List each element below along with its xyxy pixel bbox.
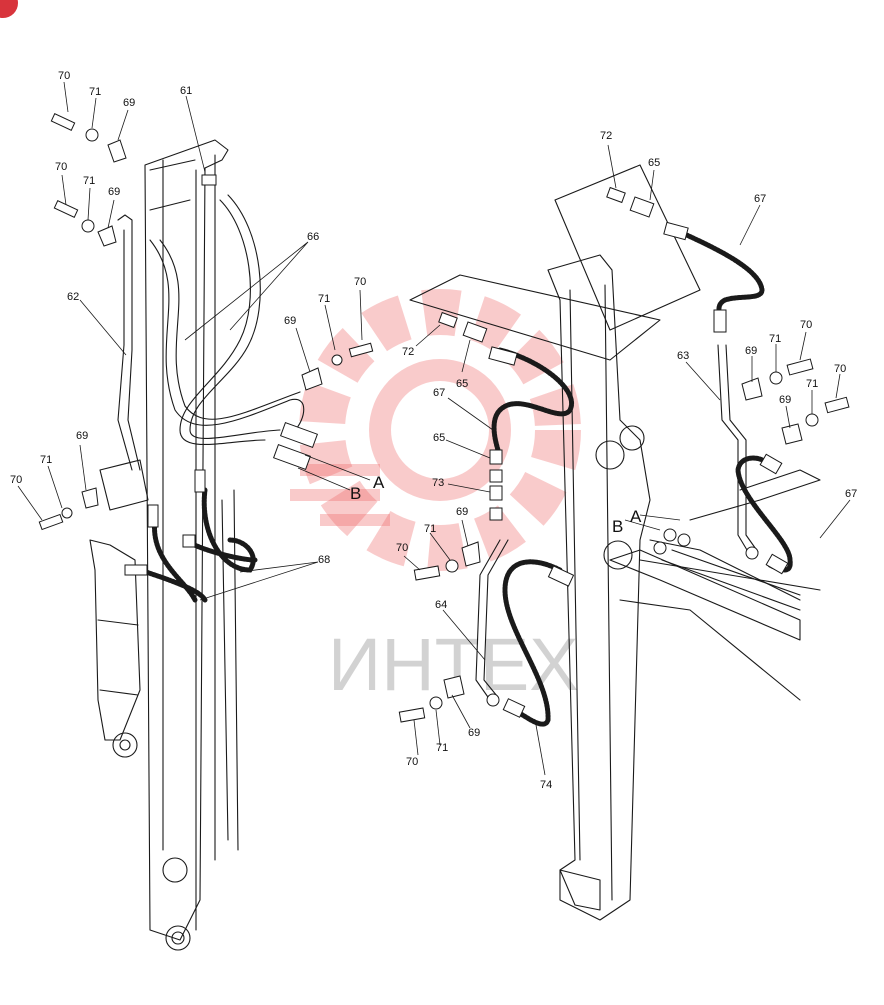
left-fasteners xyxy=(38,113,374,531)
callout-69: 69 xyxy=(108,186,120,198)
callout-69: 69 xyxy=(76,430,88,442)
callout-70: 70 xyxy=(10,474,22,486)
callout-66: 66 xyxy=(307,231,319,243)
callout-70: 70 xyxy=(800,319,812,331)
left-arm xyxy=(144,139,239,951)
callout-70: 70 xyxy=(354,276,366,288)
callout-labels: 70 71 69 61 70 71 69 66 62 71 70 69 72 6… xyxy=(10,70,857,791)
callout-71: 71 xyxy=(83,175,95,187)
callout-62: 62 xyxy=(67,291,79,303)
left-cylinder xyxy=(89,459,149,758)
callout-72: 72 xyxy=(402,346,414,358)
connector-b-right: B xyxy=(612,517,623,536)
callout-71: 71 xyxy=(806,378,818,390)
left-pipe-62 xyxy=(117,214,141,471)
connector-labels: B A B A xyxy=(350,473,642,536)
callout-69: 69 xyxy=(745,345,757,357)
callout-65: 65 xyxy=(433,432,445,444)
callout-70: 70 xyxy=(58,70,70,82)
right-inline-fittings xyxy=(438,186,655,521)
callout-69: 69 xyxy=(123,97,135,109)
callout-69: 69 xyxy=(284,315,296,327)
callout-69: 69 xyxy=(456,506,468,518)
callout-63: 63 xyxy=(677,350,689,362)
leader-lines xyxy=(17,81,851,776)
left-hoses-68 xyxy=(124,469,258,603)
connector-b-left: B xyxy=(350,484,361,503)
callout-64: 64 xyxy=(435,599,447,611)
callout-71: 71 xyxy=(89,86,101,98)
callout-70: 70 xyxy=(406,756,418,768)
callout-72: 72 xyxy=(600,130,612,142)
callout-67: 67 xyxy=(754,193,766,205)
right-fasteners xyxy=(398,358,850,723)
left-hoses-66 xyxy=(149,194,319,471)
callout-71: 71 xyxy=(40,454,52,466)
right-section-frames xyxy=(409,164,821,521)
callout-65: 65 xyxy=(456,378,468,390)
callout-70: 70 xyxy=(55,161,67,173)
callout-69: 69 xyxy=(779,394,791,406)
connector-a-left: A xyxy=(373,473,385,492)
callout-67: 67 xyxy=(433,387,445,399)
callout-67: 67 xyxy=(845,488,857,500)
callout-74: 74 xyxy=(540,779,552,791)
callout-68: 68 xyxy=(318,554,330,566)
watermark-logo: ИНТЕХ xyxy=(290,289,581,706)
corner-badge xyxy=(0,0,18,18)
callout-71: 71 xyxy=(769,333,781,345)
right-pipes xyxy=(475,344,759,707)
connector-a-right: A xyxy=(630,507,642,526)
callout-70: 70 xyxy=(834,363,846,375)
callout-65: 65 xyxy=(648,157,660,169)
callout-71: 71 xyxy=(436,742,448,754)
right-arm xyxy=(547,254,651,921)
callout-61: 61 xyxy=(180,85,192,97)
callout-71: 71 xyxy=(424,523,436,535)
callout-70: 70 xyxy=(396,542,408,554)
callout-73: 73 xyxy=(432,477,444,489)
callout-69: 69 xyxy=(468,727,480,739)
right-hoses xyxy=(488,221,793,727)
right-boom-extension xyxy=(609,539,821,701)
callout-71: 71 xyxy=(318,293,330,305)
